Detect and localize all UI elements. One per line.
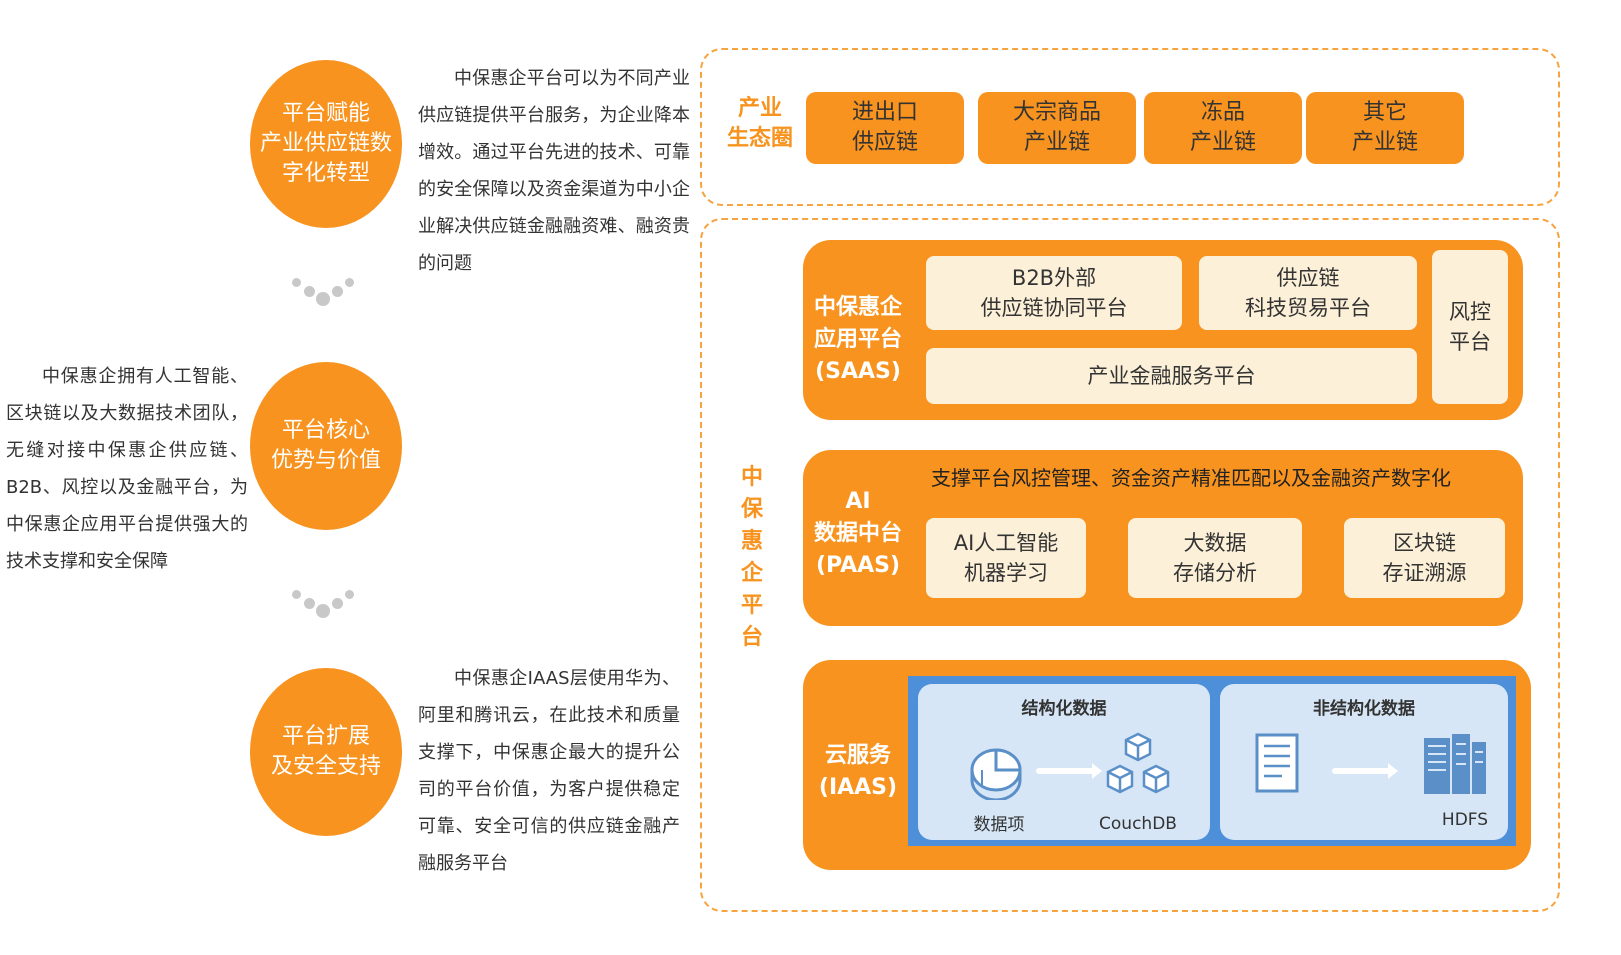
paas-description: 支撑平台风控管理、资金资产精准匹配以及金融资产数字化 [931, 466, 1451, 490]
unstructured-arrow [1332, 763, 1398, 779]
saas-risk-platform: 风控 平台 [1432, 250, 1508, 404]
paragraph-security: 中保惠企IAAS层使用华为、阿里和腾讯云，在此技术和质量支撑下，中保惠企最大的提… [418, 668, 680, 874]
paas-blockchain: 区块链 存证溯源 [1344, 518, 1505, 598]
connector-dots-1 [290, 272, 360, 312]
ecosystem-label: 产业 生态圈 [726, 96, 793, 151]
ecosystem-box [700, 48, 1560, 206]
paragraph-advantage: 中保惠企拥有人工智能、区块链以及大数据技术团队，无缝对接中保惠企供应链、B2B、… [6, 366, 248, 572]
paas-ai: AI人工智能 机器学习 [926, 518, 1086, 598]
circle-empowerment-label: 平台赋能 产业供应链数 字化转型 [259, 101, 392, 186]
iaas-title: 云服务 (IAAS) [818, 743, 898, 800]
structured-data-panel [918, 684, 1210, 840]
structured-source-label: 数据项 [973, 815, 1025, 835]
unstructured-target-label: HDFS [1441, 810, 1489, 830]
saas-title: 中保惠企 应用平台 (SAAS) [813, 295, 902, 384]
cubes-icon [1106, 732, 1170, 794]
structured-data-title: 结构化数据 [1021, 699, 1107, 719]
saas-b2b-platform: B2B外部 供应链协同平台 [926, 256, 1182, 330]
structured-target-label: CouchDB [1099, 814, 1177, 834]
ecosystem-item-bulk-commodity: 大宗商品 产业链 [978, 92, 1136, 164]
platform-box [700, 218, 1560, 912]
platform-label: 中 保 惠 企 平 台 [740, 465, 763, 650]
circle-empowerment: 平台赋能 产业供应链数 字化转型 [250, 60, 402, 228]
structured-arrow [1036, 763, 1102, 779]
paas-title: AI 数据中台 (PAAS) [813, 489, 902, 578]
document-icon [1255, 733, 1299, 793]
ecosystem-item-frozen-food: 冻品 产业链 [1144, 92, 1302, 164]
circle-security-label: 平台扩展 及安全支持 [270, 724, 381, 779]
circle-advantage: 平台核心 优势与价值 [250, 362, 402, 530]
server-rack-icon [1424, 734, 1486, 794]
saas-supply-chain-platform: 供应链 科技贸易平台 [1199, 256, 1417, 330]
unstructured-data-title: 非结构化数据 [1313, 699, 1415, 719]
circle-advantage-label: 平台核心 优势与价值 [270, 418, 381, 473]
saas-finance-platform: 产业金融服务平台 [926, 348, 1417, 404]
connector-dots-2 [290, 584, 360, 624]
ecosystem-item-import-export: 进出口 供应链 [806, 92, 964, 164]
paragraph-empowerment: 中保惠企平台可以为不同产业供应链提供平台服务，为企业降本增效。通过平台先进的技术… [418, 68, 690, 274]
circle-security: 平台扩展 及安全支持 [250, 668, 402, 836]
paas-big-data: 大数据 存储分析 [1128, 518, 1302, 598]
pie-chart-icon [970, 748, 1022, 800]
ecosystem-item-other: 其它 产业链 [1306, 92, 1464, 164]
